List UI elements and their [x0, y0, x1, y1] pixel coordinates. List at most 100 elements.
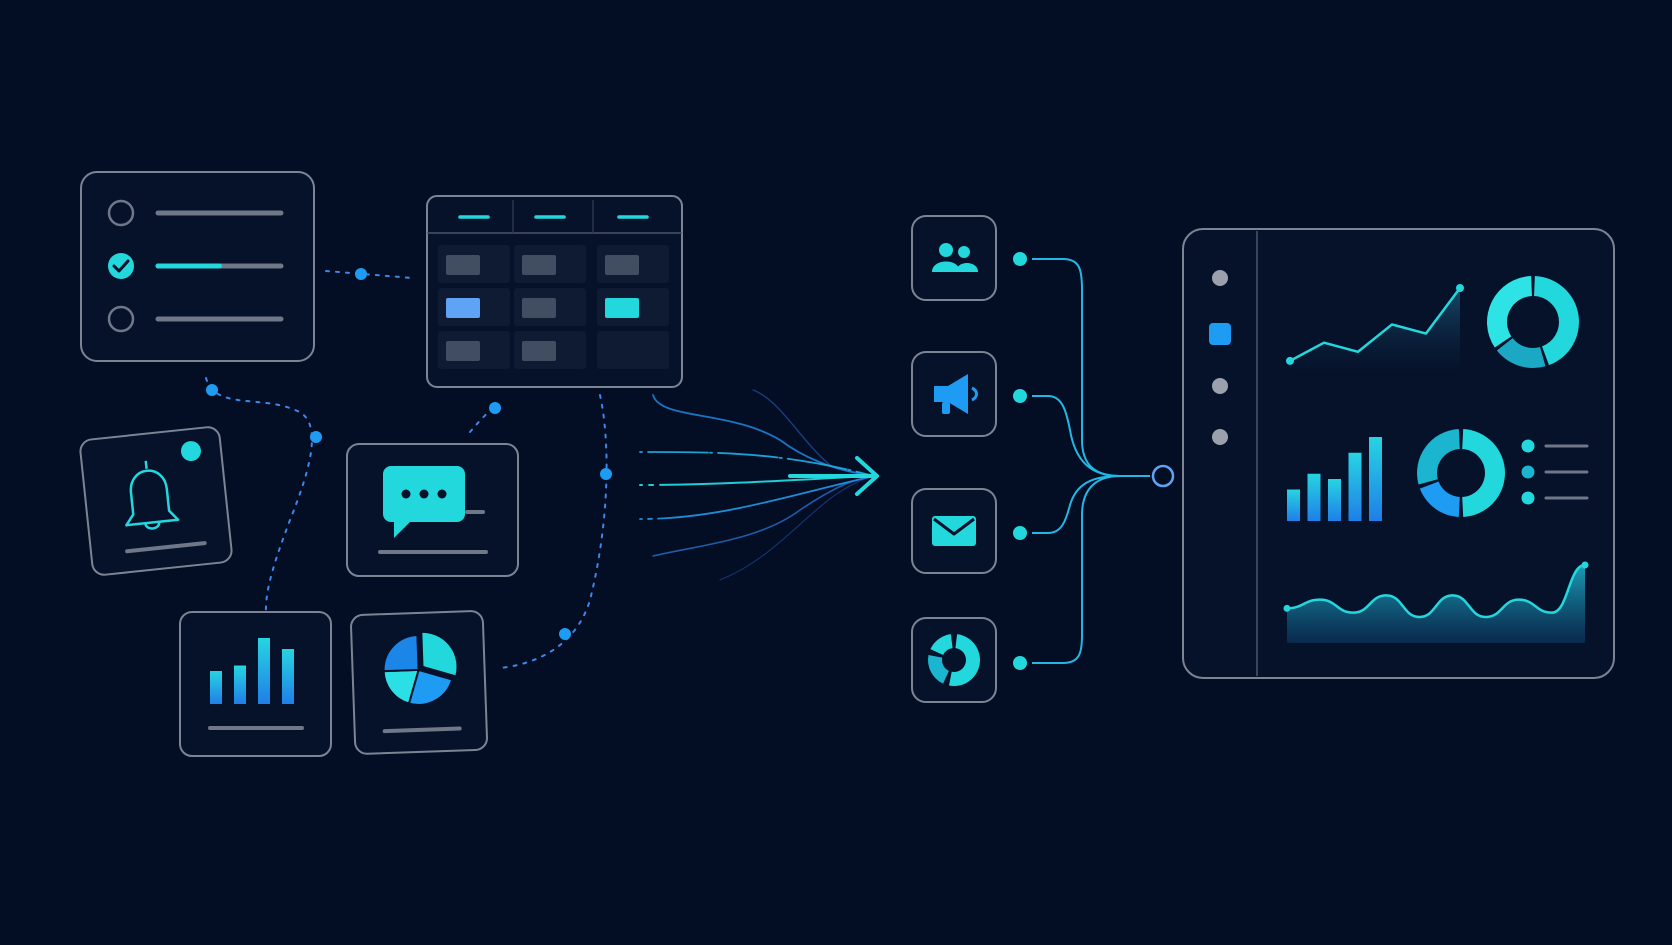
pie-chart-icon [382, 630, 459, 706]
donut-segment [1487, 276, 1532, 348]
channel-tile [911, 617, 1027, 703]
dashboard-legend [1521, 439, 1589, 505]
table-cell-chip [446, 341, 480, 361]
table-cell [597, 331, 669, 369]
channel-tile [911, 215, 1027, 301]
notification-card [79, 426, 233, 576]
donut-segment [1417, 429, 1460, 485]
legend-swatch [1521, 465, 1535, 479]
arrow-right-icon [788, 456, 879, 496]
legend-swatch [1521, 439, 1535, 453]
table-cell-chip [522, 255, 556, 275]
donut-segment [948, 634, 980, 686]
check-circle-icon [108, 253, 134, 279]
pie-chart-card [350, 610, 488, 755]
pie-chart-caption-line [382, 726, 462, 734]
sidebar-item [1212, 429, 1228, 445]
dashboard-donut-top [1487, 276, 1580, 369]
message-card [346, 443, 519, 577]
sidebar-item-active [1209, 323, 1231, 345]
line-chart-point [1456, 284, 1464, 292]
legend-swatch [1521, 491, 1535, 505]
envelope [932, 516, 976, 546]
notification-badge [180, 441, 201, 462]
radio-empty-icon [107, 199, 135, 227]
connector-dots [206, 268, 612, 640]
dashboard-bar [1287, 489, 1300, 521]
line-chart-point [1286, 356, 1294, 365]
donut-segment [927, 654, 949, 684]
connector-dot [489, 402, 501, 414]
connector-table-chat [469, 404, 498, 433]
channel-tiles [911, 215, 1027, 703]
megaphone-handle [942, 402, 950, 414]
donut-icon [927, 634, 980, 686]
table-cell-chip [605, 298, 639, 318]
channel-tile-frame [911, 215, 997, 301]
mail-icon [932, 516, 976, 546]
channel-tile [911, 488, 1027, 574]
dashboard-area-chart [1283, 561, 1589, 643]
donut-segment [1534, 276, 1580, 366]
megaphone-wave [971, 386, 978, 402]
notification-card-frame [79, 426, 233, 576]
area-chart-line [1286, 563, 1586, 619]
connector-tasks-bell [205, 377, 313, 613]
dashboard-donut-mid [1417, 429, 1505, 517]
mini-bar [282, 649, 294, 704]
channel-connector-dot [1013, 252, 1027, 266]
connector-dot [206, 384, 218, 396]
sidebar-item [1212, 270, 1228, 286]
connector-table-pie [499, 394, 608, 669]
donut-segment [1496, 338, 1546, 369]
connector-tasks-table [325, 270, 413, 279]
pie-slice [382, 633, 420, 673]
check-mark [112, 259, 130, 273]
line-chart-line [1289, 287, 1462, 362]
data-streams [639, 389, 871, 581]
dashboard-frame [1182, 228, 1615, 679]
channel-connector-dot [1013, 656, 1027, 670]
area-chart-fill [1287, 565, 1585, 643]
mini-bar [210, 671, 222, 704]
dashboard-bar [1369, 437, 1382, 521]
bar-chart-card-frame [179, 611, 332, 757]
hub-node-icon [1151, 464, 1175, 488]
area-chart-point [1581, 561, 1589, 569]
megaphone-icon [934, 374, 978, 414]
dashed-connectors [205, 270, 608, 669]
connector-dot [559, 628, 571, 640]
bar-chart-icon [210, 638, 294, 704]
table-cell-chip [446, 298, 480, 318]
envelope-flap [933, 517, 975, 536]
chat-bubble-icon [383, 466, 465, 538]
pie-slice [420, 630, 459, 678]
mini-bar [234, 665, 246, 704]
bar-chart-card [179, 611, 332, 757]
table-cell-chip [522, 298, 556, 318]
channel-tile [911, 351, 1027, 437]
line-chart-area [1290, 288, 1460, 370]
dashboard-line-chart [1286, 284, 1464, 370]
channel-connector-dot [1013, 526, 1027, 540]
area-chart-point [1283, 604, 1291, 612]
channel-tile-frame [911, 617, 997, 703]
user-body [956, 263, 978, 272]
users-icon [932, 243, 978, 272]
sidebar-item [1212, 378, 1228, 394]
notification-caption-line [125, 541, 207, 554]
table-cell-chip [605, 255, 639, 275]
donut-segment [930, 634, 953, 655]
data-table-card [426, 195, 683, 388]
table-cell-chip [446, 255, 480, 275]
connector-dot [355, 268, 367, 280]
connector-dot [310, 431, 322, 443]
dashboard-bar-chart [1287, 437, 1382, 521]
user-head [958, 246, 970, 258]
donut-segment [1419, 481, 1460, 517]
data-table-grid [438, 215, 669, 369]
channel-connector-dot [1013, 389, 1027, 403]
mini-bar [258, 638, 270, 704]
